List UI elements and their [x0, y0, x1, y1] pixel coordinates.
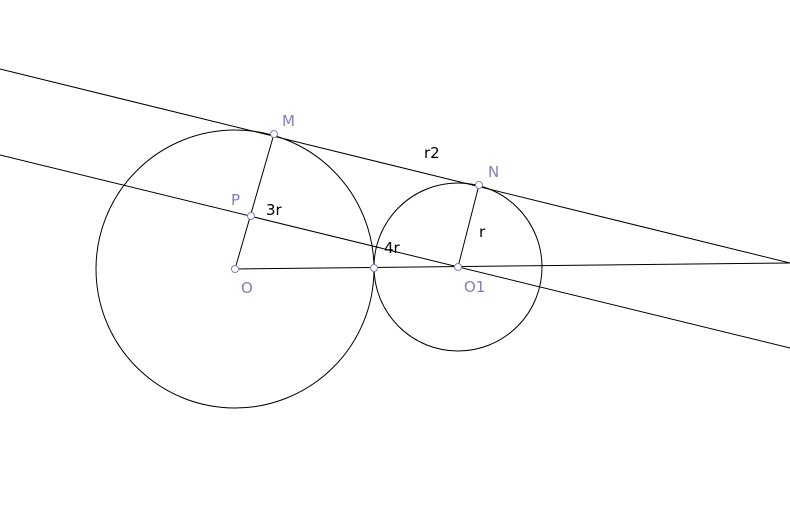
center-line-o-o1 — [234, 262, 790, 270]
label-m: M — [282, 112, 295, 130]
label-4r: 4r — [384, 239, 401, 257]
parallel-line-po1 — [0, 154, 790, 349]
label-o1: O1 — [464, 278, 485, 296]
radius-o1n — [457, 184, 480, 268]
point-n — [475, 181, 483, 189]
radius-om — [234, 133, 275, 270]
label-p: P — [231, 191, 240, 209]
tangent-line-mn — [0, 68, 790, 264]
label-r: r — [479, 223, 486, 241]
point-tangency — [370, 264, 378, 272]
point-p — [247, 212, 255, 220]
label-3r: 3r — [266, 201, 283, 219]
point-o1 — [454, 263, 462, 271]
label-r2: r2 — [424, 144, 440, 162]
point-m — [270, 130, 278, 138]
label-o: O — [241, 279, 253, 297]
label-n: N — [488, 163, 499, 181]
point-o — [231, 265, 239, 273]
